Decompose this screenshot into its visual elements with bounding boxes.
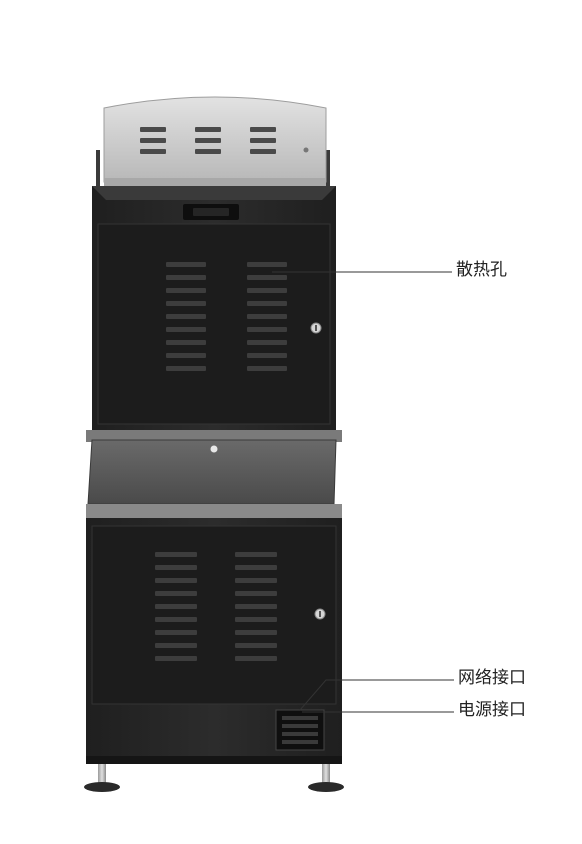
port-panel bbox=[275, 709, 325, 751]
feet bbox=[84, 764, 344, 792]
upper-cabinet bbox=[92, 186, 336, 430]
network-port-label: 网络接口 bbox=[458, 668, 526, 688]
lock-keyhole-icon bbox=[314, 608, 326, 620]
network-leader-line bbox=[299, 679, 454, 711]
top-housing bbox=[96, 96, 330, 195]
lock-keyhole-icon bbox=[310, 322, 322, 334]
lower-vent-holes bbox=[155, 552, 277, 661]
vent-holes-label: 散热孔 bbox=[456, 260, 507, 280]
lower-cabinet bbox=[86, 518, 342, 764]
middle-tray bbox=[86, 430, 342, 520]
leader-lines bbox=[272, 271, 454, 713]
power-port-label: 电源接口 bbox=[458, 700, 526, 720]
upper-vent-holes bbox=[166, 262, 287, 371]
